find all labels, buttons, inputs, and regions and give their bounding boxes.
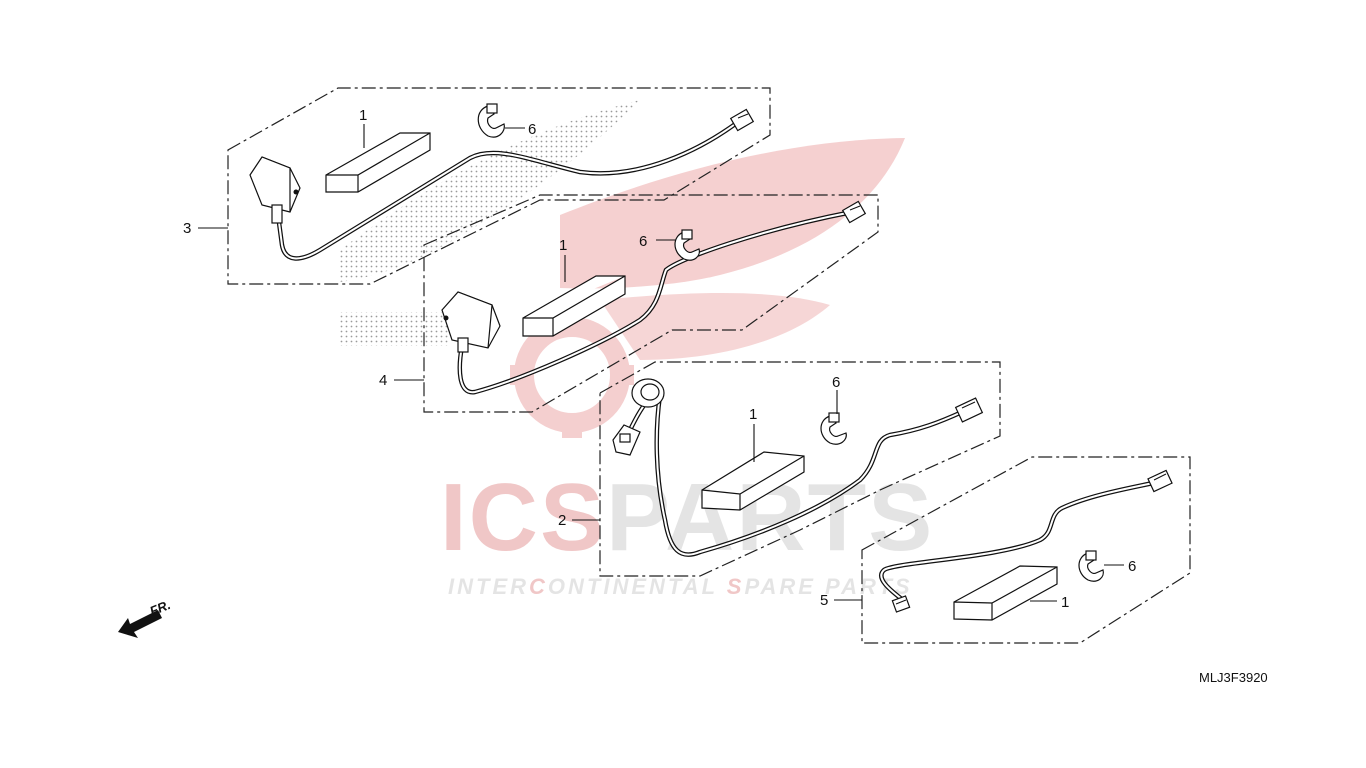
group-2-connector	[954, 397, 984, 423]
watermark-brand-left: ICS	[440, 464, 606, 571]
callout-6: 6	[1128, 558, 1136, 575]
group-5-sensor	[891, 595, 911, 613]
callout-6: 6	[639, 233, 647, 250]
watermark-red-wing	[560, 138, 905, 289]
group-3-pad	[325, 132, 431, 193]
callout-4: 4	[379, 372, 387, 389]
diagram-code: MLJ3F3920	[1199, 670, 1268, 685]
group-3-clip	[477, 105, 505, 138]
group-5: 6 1 5	[820, 456, 1191, 644]
watermark-tagline-part: INTER	[448, 574, 529, 599]
group-3-clip-tab	[486, 103, 498, 114]
callout-5: 5	[820, 592, 828, 609]
svg-text:INTERCONTINENTAL SPARE PARTS: INTERCONTINENTAL SPARE PARTS	[448, 574, 913, 599]
group-5-connector	[1147, 469, 1173, 493]
group-4-connector	[841, 200, 867, 224]
watermark-dotted-wing	[340, 100, 640, 282]
callout-1: 1	[559, 237, 567, 254]
callout-2: 2	[558, 512, 566, 529]
group-5-box	[861, 456, 1191, 644]
group-3-connector	[729, 108, 755, 132]
watermark-tagline-part: ONTINENTAL	[548, 574, 727, 599]
group-5-pad	[953, 565, 1058, 621]
group-4-pad	[522, 275, 626, 337]
group-4-control-module	[441, 291, 501, 353]
watermark-tagline-part: C	[529, 574, 548, 599]
front-direction-label: FR.	[148, 597, 173, 619]
group-4: 1 6 4	[379, 194, 879, 413]
group-2-clip	[820, 415, 847, 445]
group-3-control-module	[249, 156, 301, 224]
group-4-wire	[457, 209, 855, 395]
group-2-box	[599, 361, 1001, 577]
watermark-tagline-part: S	[727, 574, 745, 599]
group-3: 1 6 3	[183, 87, 771, 285]
group-5-clip-tab	[1085, 550, 1097, 561]
group-4-clip-tab	[681, 229, 693, 240]
group-4-clip	[674, 231, 700, 261]
callout-3: 3	[183, 220, 191, 237]
group-2-sensor-plug	[612, 424, 641, 456]
callout-1: 1	[1061, 594, 1069, 611]
callout-6: 6	[528, 121, 536, 138]
group-3-wire	[275, 119, 741, 261]
group-2-pad	[701, 451, 805, 511]
watermark-dotted-band	[340, 312, 450, 346]
callout-1: 1	[749, 406, 757, 423]
group-3-box	[227, 87, 771, 285]
front-direction-arrow: FR.	[118, 597, 173, 638]
group-2-grommet	[631, 378, 665, 408]
watermark-red-wing-lower	[600, 293, 830, 360]
callout-6: 6	[832, 374, 840, 391]
callout-1: 1	[359, 107, 367, 124]
group-2: 6 1 2	[558, 361, 1001, 577]
group-5-clip	[1078, 552, 1104, 582]
group-4-box	[423, 194, 879, 413]
group-5-wire	[879, 479, 1161, 603]
watermark: ICSPARTS INTERCONTINENTAL SPARE PARTS	[340, 100, 932, 599]
group-2-clip-tab	[828, 412, 840, 423]
